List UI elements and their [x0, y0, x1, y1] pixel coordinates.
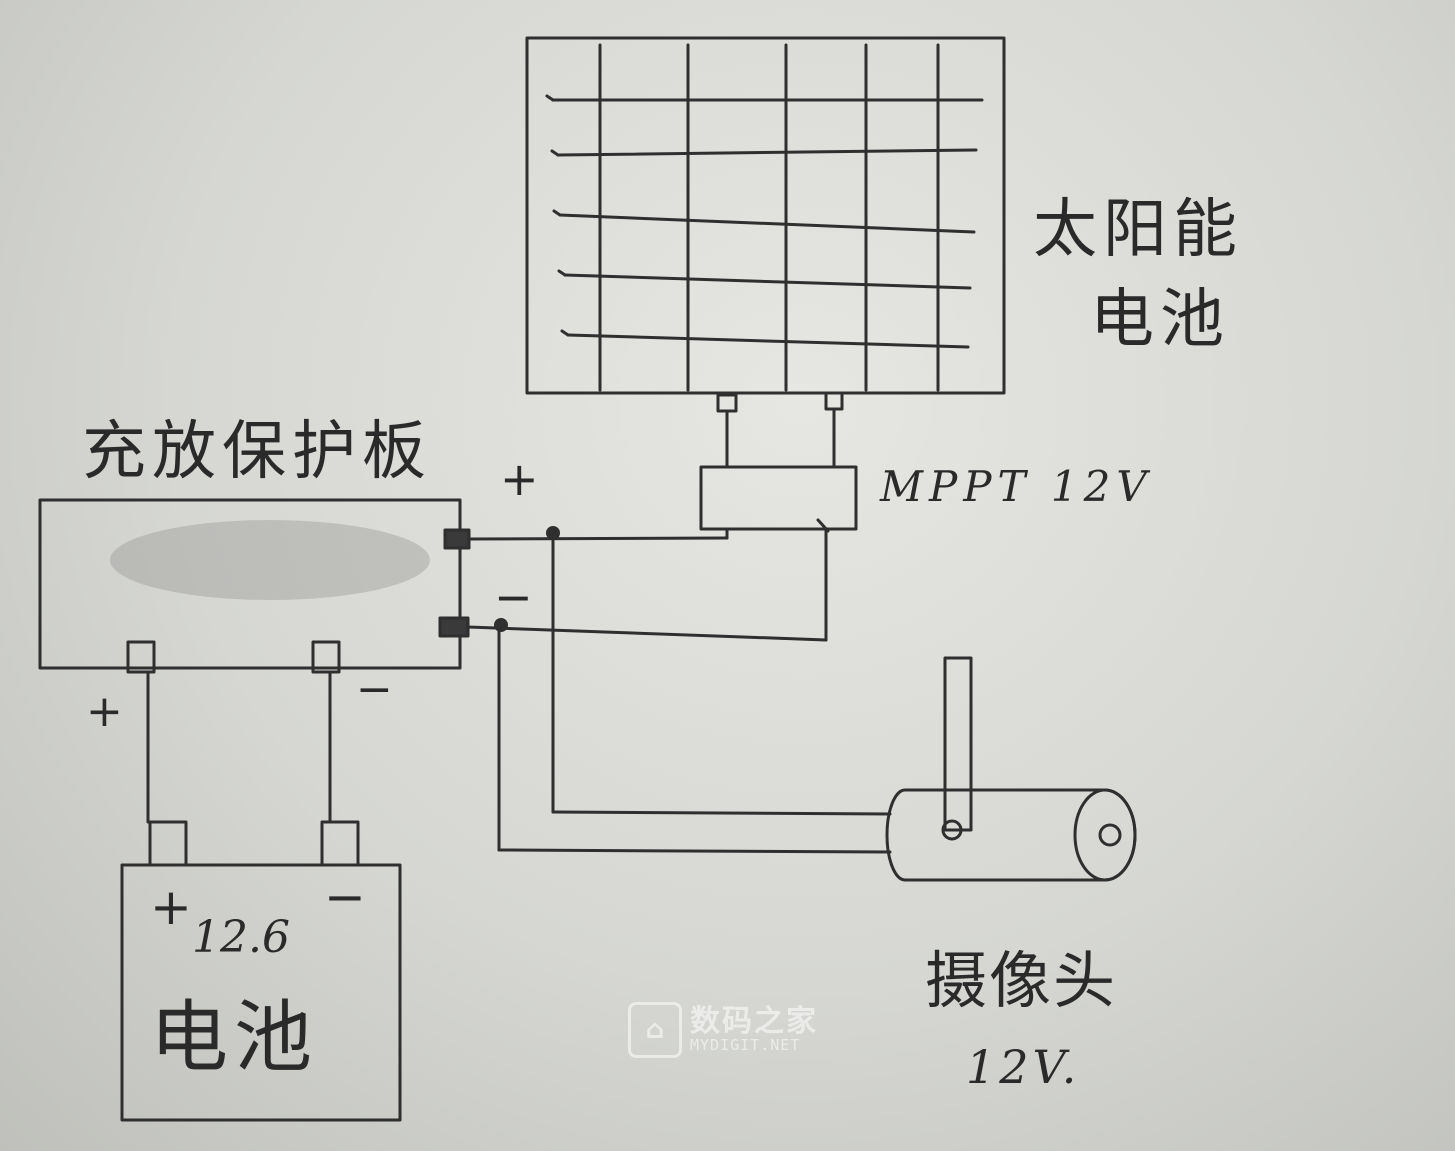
solar-panel — [525, 36, 1006, 469]
watermark-logo-icon: ⌂ — [628, 1002, 682, 1058]
mppt-controller — [699, 465, 858, 540]
battery-voltage-label: 12.6 — [192, 912, 290, 963]
bms-output-plus-sign: + — [500, 452, 539, 506]
watermark-cn-text: 数码之家 — [690, 1004, 818, 1040]
battery-plus-sign: + — [150, 878, 192, 936]
bms-battery-plus-sign: + — [86, 686, 123, 737]
battery — [120, 820, 402, 1122]
battery-minus-sign: − — [324, 868, 366, 926]
solar-panel-label-2: 电池 — [1090, 283, 1230, 357]
camera-voltage-label: 12V. — [966, 1040, 1081, 1094]
battery-label: 电池 — [150, 993, 319, 1083]
camera-label: 摄像头 — [925, 944, 1118, 1017]
bms-board-label: 充放保护板 — [82, 415, 432, 489]
junction-dot — [494, 618, 508, 632]
camera-unit — [885, 656, 1137, 882]
solar-panel-label: 太阳能 — [1033, 193, 1243, 267]
mppt-label: MPPT 12V — [880, 462, 1153, 511]
wiring — [146, 529, 892, 854]
bms-battery-minus-sign: − — [356, 664, 393, 715]
junction-dot — [546, 526, 560, 540]
smudge — [110, 520, 430, 600]
bms-output-minus-sign: − — [494, 570, 533, 624]
watermark: ⌂ 数码之家 MYDIGIT.NET — [628, 1002, 818, 1058]
watermark-en-text: MYDIGIT.NET — [690, 1035, 801, 1054]
